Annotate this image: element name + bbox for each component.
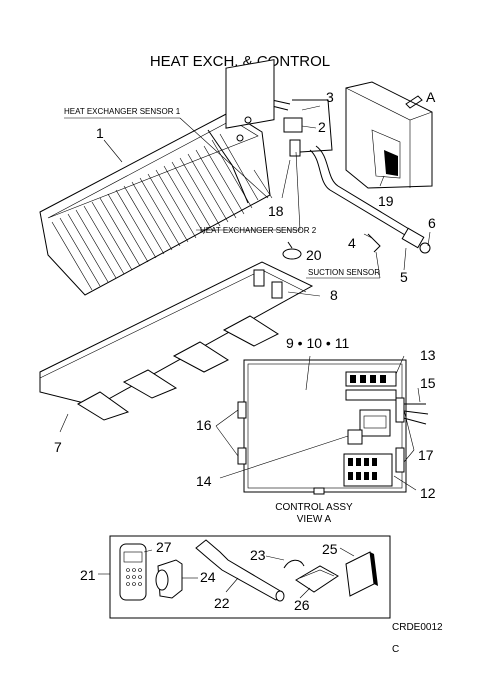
heat-exchanger bbox=[39, 59, 291, 296]
revision-letter: C bbox=[392, 644, 399, 655]
control-box-cover bbox=[345, 81, 433, 189]
part-number-26: 26 bbox=[294, 597, 310, 613]
refrigerant-pipes bbox=[309, 145, 431, 254]
part-number-3: 3 bbox=[326, 89, 334, 105]
part-number-17: 17 bbox=[418, 447, 434, 463]
drawing-code: CRDE0012 bbox=[392, 622, 443, 633]
part-number-6: 6 bbox=[428, 215, 436, 231]
part-number-27: 27 bbox=[156, 539, 172, 555]
sensor-holder bbox=[283, 99, 333, 157]
sensor-part bbox=[282, 241, 302, 260]
part-number-4: 4 bbox=[348, 235, 356, 251]
part-number-5: 5 bbox=[400, 269, 408, 285]
part-number-8: 8 bbox=[330, 287, 338, 303]
label-heat-exchanger-sensor-2: HEAT EXCHANGER SENSOR 2 bbox=[200, 226, 317, 235]
view-arrow-label: A bbox=[426, 89, 436, 105]
part-number-23: 23 bbox=[250, 547, 266, 563]
part-number-18: 18 bbox=[268, 203, 284, 219]
part-number-2: 2 bbox=[318, 119, 326, 135]
part-number-15: 15 bbox=[420, 375, 436, 391]
part-number-12: 12 bbox=[420, 485, 436, 501]
label-control-assy: CONTROL ASSY bbox=[275, 502, 353, 513]
diagram-title: HEAT EXCH. & CONTROL bbox=[150, 53, 330, 70]
leader-lines bbox=[59, 105, 431, 599]
view-arrow-a: A bbox=[405, 89, 436, 109]
part-number-7: 7 bbox=[54, 439, 62, 455]
part-number-25: 25 bbox=[322, 541, 338, 557]
part-number-19: 19 bbox=[378, 193, 394, 209]
label-heat-exchanger-sensor-1: HEAT EXCHANGER SENSOR 1 bbox=[64, 107, 181, 116]
label-view-a: VIEW A bbox=[297, 514, 332, 525]
part-number-1: 1 bbox=[96, 125, 104, 141]
part-number-20: 20 bbox=[306, 247, 322, 263]
part-number-22: 22 bbox=[214, 595, 230, 611]
part-number-16: 16 bbox=[196, 417, 212, 433]
part-number-21: 21 bbox=[80, 567, 96, 583]
part-number-13: 13 bbox=[420, 347, 436, 363]
part-number-24: 24 bbox=[200, 569, 216, 585]
label-suction-sensor: SUCTION SENSOR bbox=[308, 268, 380, 277]
remote-control-kit bbox=[109, 535, 391, 619]
drain-pan bbox=[39, 261, 314, 421]
part-number-14: 14 bbox=[196, 473, 212, 489]
part-number-9-10-11: 9 • 10 • 11 bbox=[286, 335, 349, 351]
control-assembly bbox=[237, 359, 429, 495]
